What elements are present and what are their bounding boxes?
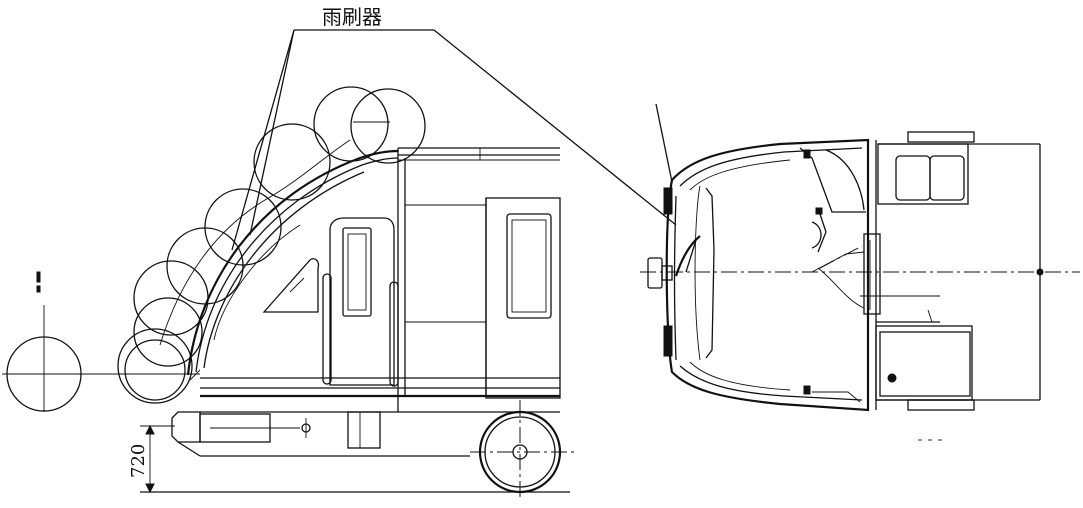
- cab-top-outline: [665, 138, 870, 412]
- wheel: [470, 400, 575, 500]
- equipment-cabinet: [875, 309, 1040, 411]
- coupler: [171, 411, 470, 457]
- height-dimension-label: 720: [128, 444, 149, 478]
- top-view: [640, 131, 1080, 441]
- headlight: [647, 257, 673, 289]
- wiper-arm-top: [674, 235, 701, 277]
- wiper-sweep-circles: [117, 86, 426, 404]
- wiper-leader-lines: [231, 29, 677, 251]
- driver-console: [799, 147, 866, 403]
- front-marker-lower: [663, 325, 673, 357]
- seat-block: [877, 131, 1040, 205]
- front-marker-upper: [663, 187, 673, 215]
- reference-circle: [2, 271, 200, 412]
- side-view: 720: [2, 86, 575, 500]
- cab-side-window: [262, 258, 320, 313]
- cab-door: [322, 217, 399, 387]
- height-dimension: 720: [128, 424, 175, 494]
- wiper-callout-label: 雨刷器: [322, 5, 382, 29]
- passenger-door: [485, 197, 561, 399]
- car-body: [200, 147, 560, 413]
- cab-nose-profile: [186, 149, 399, 381]
